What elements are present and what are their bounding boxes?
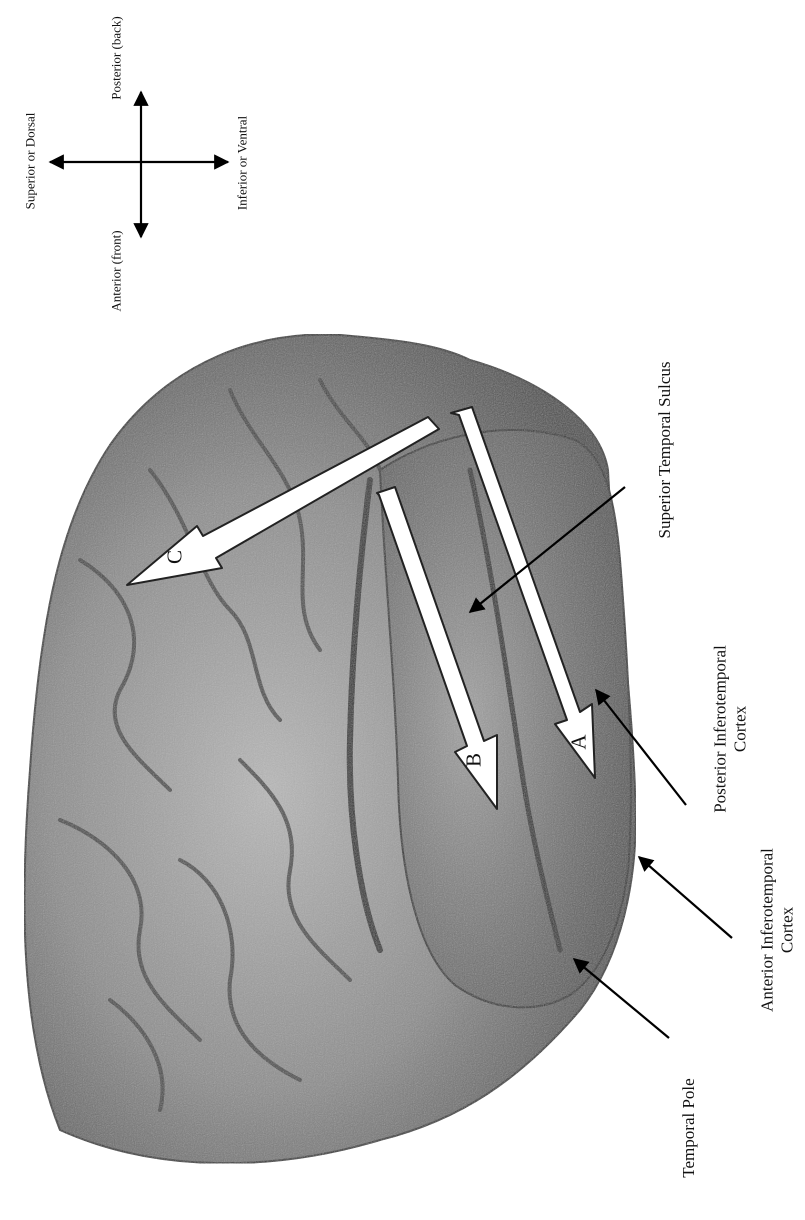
compass-label-superior: Superior or Dorsal [24, 113, 39, 210]
label-anterior-inferotemporal-line2: Cortex [777, 848, 797, 1012]
brain-hemisphere [24, 334, 635, 1163]
label-anterior-inferotemporal: Anterior Inferotemporal Cortex [757, 848, 796, 1012]
label-temporal-pole: Temporal Pole [679, 1078, 699, 1177]
orientation-compass [50, 92, 228, 237]
label-posterior-inferotemporal-line1: Posterior Inferotemporal [710, 645, 730, 813]
compass-label-inferior: Inferior or Ventral [236, 116, 251, 210]
compass-label-posterior: Posterior (back) [110, 16, 125, 99]
label-superior-temporal-sulcus: Superior Temporal Sulcus [655, 362, 675, 539]
label-posterior-inferotemporal-line2: Cortex [730, 645, 750, 813]
arrow-c-label: C [163, 550, 188, 564]
label-anterior-inferotemporal-line1: Anterior Inferotemporal [757, 848, 777, 1012]
label-posterior-inferotemporal: Posterior Inferotemporal Cortex [710, 645, 749, 813]
label-superior-temporal-sulcus-text: Superior Temporal Sulcus [655, 362, 674, 539]
arrow-b-label: B [462, 753, 487, 767]
arrow-a-label: A [567, 734, 592, 749]
label-temporal-pole-text: Temporal Pole [679, 1078, 698, 1177]
leader-anterior-inferotemporal [639, 857, 732, 938]
compass-label-anterior: Anterior (front) [110, 230, 125, 311]
